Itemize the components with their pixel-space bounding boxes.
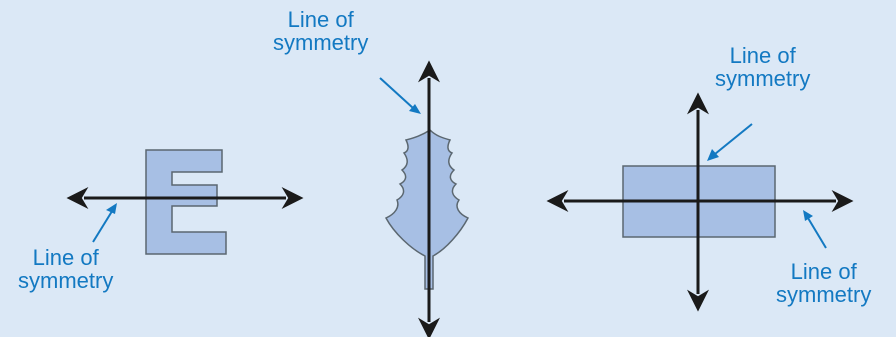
leaf-figure: [379, 60, 470, 337]
rectangle-vertical-pointer-arrow: [714, 123, 753, 155]
label-line-1: Line of: [287, 7, 354, 32]
leaf-line-of-symmetry-label: Line of symmetry: [273, 8, 368, 54]
label-line-2: symmetry: [776, 282, 872, 307]
leaf-pointer-head: [409, 104, 421, 114]
label-line-2: symmetry: [18, 268, 114, 293]
rectangle-vertical-pointer-head: [707, 149, 719, 161]
letter-e-pointer-head: [106, 203, 117, 214]
label-line-2: symmetry: [273, 30, 369, 55]
rectangle-horizontal-pointer-arrow: [807, 217, 827, 249]
label-line-2: symmetry: [715, 66, 811, 91]
label-line-1: Line of: [729, 43, 796, 68]
rectangle-vertical-line-of-symmetry-label: Line of symmetry: [715, 44, 810, 90]
letter-e-pointer-arrow: [92, 207, 115, 243]
label-line-1: Line of: [790, 259, 857, 284]
label-line-1: Line of: [32, 245, 99, 270]
rectangle-horizontal-pointer-head: [803, 210, 813, 221]
letter-e-shape: [145, 149, 227, 255]
rectangle-horizontal-line-of-symmetry-label: Line of symmetry: [776, 260, 871, 306]
letter-e-figure: [66, 149, 304, 255]
leaf-pointer-arrow: [379, 77, 414, 109]
rectangle-figure: [546, 92, 854, 312]
letter-e-line-of-symmetry-label: Line of symmetry: [18, 246, 113, 292]
leaf-shape: [384, 129, 470, 290]
